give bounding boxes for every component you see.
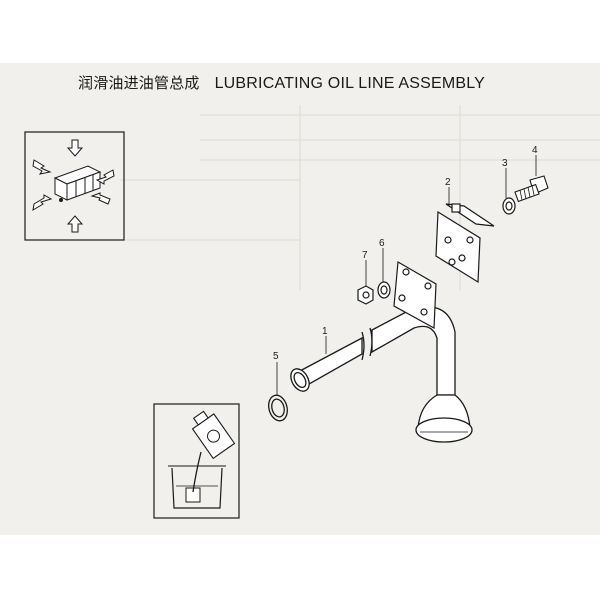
callout-6: 6 xyxy=(379,238,385,249)
callout-5: 5 xyxy=(273,351,279,362)
washer-part-6 xyxy=(377,281,391,299)
oil-pipe-part-1 xyxy=(290,306,473,443)
o-ring-part-5 xyxy=(268,394,288,422)
title-english: LUBRICATING OIL LINE ASSEMBLY xyxy=(214,75,486,92)
callout-7: 7 xyxy=(362,250,368,261)
callout-2: 2 xyxy=(445,177,451,188)
oil-cleaning-icon xyxy=(153,403,240,519)
callout-1: 1 xyxy=(322,326,328,337)
leader-lines xyxy=(276,155,537,395)
nut-part-7 xyxy=(357,285,374,305)
bolt-part-4 xyxy=(514,175,549,203)
page-title: 润滑油进油管总成 LUBRICATING OIL LINE ASSEMBLY xyxy=(78,72,485,93)
bracket-part-2 xyxy=(435,203,495,284)
lubrication-points-icon xyxy=(24,131,125,241)
callout-3: 3 xyxy=(502,158,508,169)
title-chinese: 润滑油进油管总成 xyxy=(78,74,200,92)
callout-4: 4 xyxy=(532,145,538,156)
spring-washer-part-3 xyxy=(502,197,516,215)
flange-plate xyxy=(393,261,437,329)
